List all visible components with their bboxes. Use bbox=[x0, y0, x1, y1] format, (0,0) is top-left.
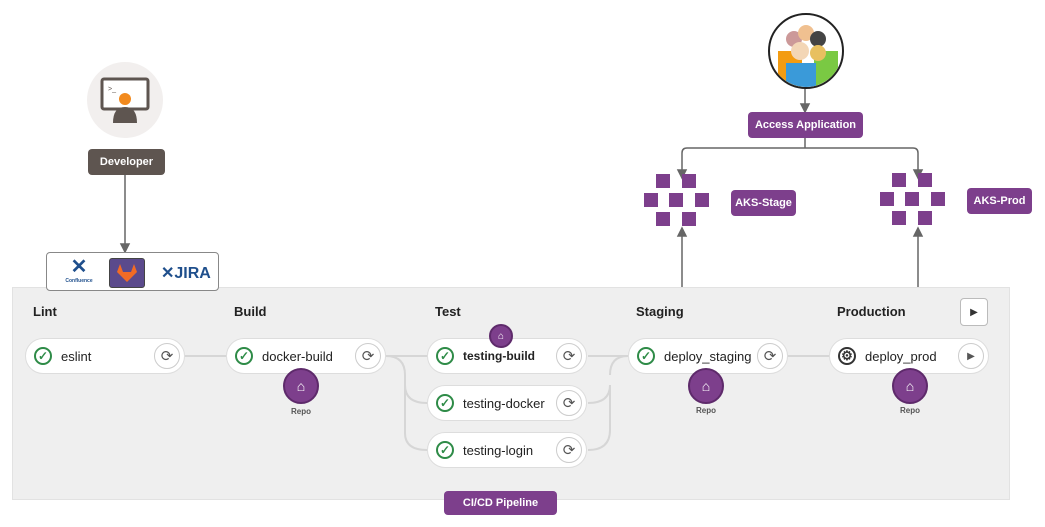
job-docker-build[interactable]: ✓ docker-build ⟳ bbox=[226, 338, 386, 374]
stage-test: Test bbox=[435, 304, 461, 319]
job-name: deploy_prod bbox=[865, 348, 937, 364]
manual-gear-icon: ⚙ bbox=[838, 347, 856, 365]
job-name: testing-build bbox=[463, 349, 535, 363]
retry-icon[interactable]: ⟳ bbox=[556, 437, 582, 463]
job-name: deploy_staging bbox=[664, 348, 752, 364]
aks-prod-label: AKS-Prod bbox=[967, 188, 1032, 214]
job-name: testing-login bbox=[463, 442, 534, 458]
repo-icon: ⌂ bbox=[688, 368, 724, 404]
success-icon: ✓ bbox=[637, 347, 655, 365]
tools-box: ✕Confluence ✕JIRA bbox=[46, 252, 219, 291]
aks-stage-icon bbox=[644, 174, 720, 233]
developer-computer-icon: >_ bbox=[100, 77, 150, 123]
aks-stage-label: AKS-Stage bbox=[731, 190, 796, 216]
users-avatar bbox=[768, 13, 844, 89]
stage-lint: Lint bbox=[33, 304, 57, 319]
retry-icon[interactable]: ⟳ bbox=[355, 343, 381, 369]
job-eslint[interactable]: ✓ eslint ⟳ bbox=[25, 338, 185, 374]
success-icon: ✓ bbox=[436, 441, 454, 459]
jira-logo: ✕JIRA bbox=[161, 265, 211, 282]
gitlab-logo[interactable] bbox=[109, 258, 145, 288]
developer-label: Developer bbox=[88, 149, 165, 175]
success-icon: ✓ bbox=[436, 394, 454, 412]
job-testing-docker[interactable]: ✓ testing-docker ⟳ bbox=[427, 385, 587, 421]
retry-icon[interactable]: ⟳ bbox=[556, 390, 582, 416]
aks-prod-icon bbox=[880, 173, 956, 232]
job-name: testing-docker bbox=[463, 395, 545, 411]
stage-build: Build bbox=[234, 304, 267, 319]
stage-production: Production bbox=[837, 304, 906, 319]
success-icon: ✓ bbox=[436, 347, 454, 365]
retry-icon[interactable]: ⟳ bbox=[154, 343, 180, 369]
play-all-button[interactable]: ▶ bbox=[960, 298, 988, 326]
repo-label: Repo bbox=[291, 407, 311, 416]
repo-icon: ⌂ bbox=[283, 368, 319, 404]
repo-label: Repo bbox=[696, 406, 716, 415]
job-name: docker-build bbox=[262, 348, 333, 364]
play-icon[interactable]: ▶ bbox=[958, 343, 984, 369]
stage-staging: Staging bbox=[636, 304, 684, 319]
developer-avatar: >_ bbox=[87, 62, 163, 138]
repo-icon: ⌂ bbox=[892, 368, 928, 404]
repo-icon: ⌂ bbox=[489, 324, 513, 348]
job-name: eslint bbox=[61, 348, 92, 364]
svg-text:>_: >_ bbox=[108, 86, 116, 93]
success-icon: ✓ bbox=[235, 347, 253, 365]
repo-label: Repo bbox=[900, 406, 920, 415]
pipeline-label: CI/CD Pipeline bbox=[444, 491, 557, 515]
job-testing-login[interactable]: ✓ testing-login ⟳ bbox=[427, 432, 587, 468]
confluence-logo: ✕Confluence bbox=[65, 256, 93, 284]
access-application-label: Access Application bbox=[748, 112, 863, 138]
retry-icon[interactable]: ⟳ bbox=[556, 343, 582, 369]
success-icon: ✓ bbox=[34, 347, 52, 365]
retry-icon[interactable]: ⟳ bbox=[757, 343, 783, 369]
